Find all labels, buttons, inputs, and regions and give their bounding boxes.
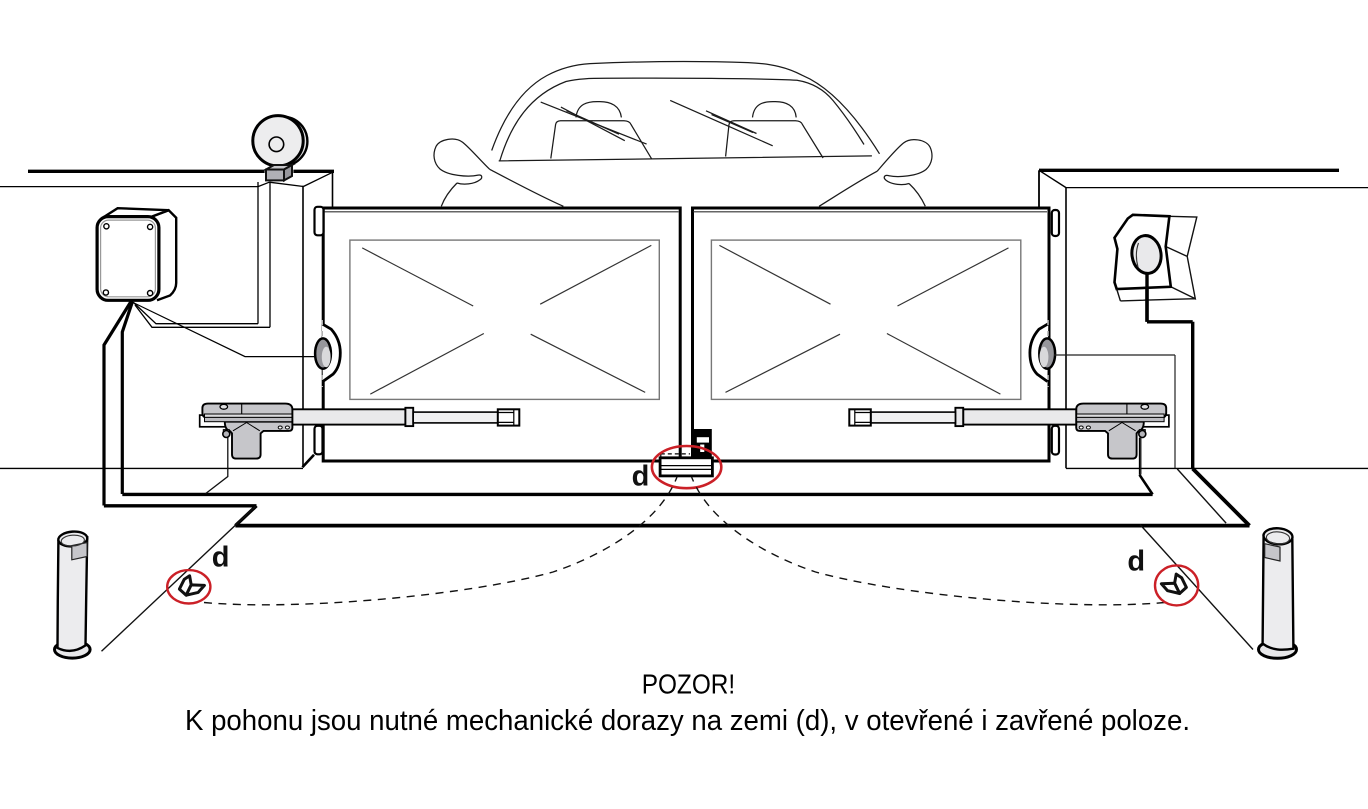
svg-text:d: d	[632, 460, 650, 492]
svg-text:d: d	[1127, 546, 1145, 578]
svg-text:POZOR!: POZOR!	[642, 669, 736, 700]
svg-text:d: d	[212, 542, 230, 574]
svg-text:K pohonu jsou nutné mechanické: K pohonu jsou nutné mechanické dorazy na…	[185, 705, 1190, 737]
